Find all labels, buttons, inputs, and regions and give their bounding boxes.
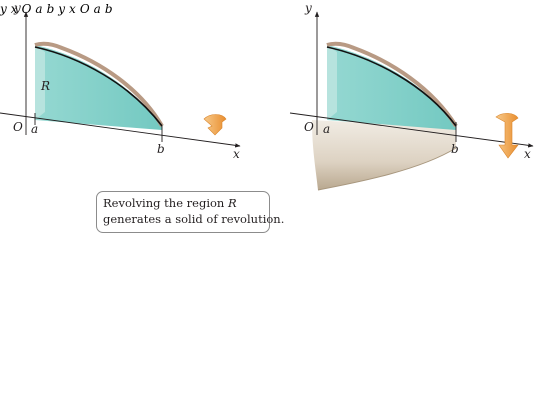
rotation-arrow-icon [203, 114, 227, 136]
region-r-side [35, 45, 45, 120]
b-label: b [451, 142, 459, 156]
region-r-side [327, 45, 337, 120]
tick-b: y x O a b [0, 0, 58, 17]
region-r-face [327, 45, 456, 130]
solid-front-edge: y x O a b [0, 0, 58, 17]
caption-box: Revolving the region R generates a solid… [96, 191, 285, 233]
y-axis-label: y [13, 1, 21, 15]
curve-y-equals-f-x [34, 46, 163, 127]
a-label: a [31, 122, 38, 136]
caption-line-2: generates a solid of revolution. [103, 212, 285, 226]
panel-1-region: y x O a b R [0, 1, 241, 161]
solid-lower-edge [317, 147, 457, 191]
x-axis: y x O a b [0, 0, 58, 17]
y-axis-label: y [58, 2, 66, 16]
x-axis [289, 112, 534, 148]
origin-label: O [304, 120, 314, 134]
region-r-face: y x O a b [0, 0, 58, 17]
x-axis: y x O a b [58, 0, 112, 17]
y-axis-label: y [0, 2, 7, 16]
x-axis-label: x [524, 147, 531, 161]
rotation-arrow-icon [495, 113, 519, 159]
x-axis-label: x [233, 147, 240, 161]
solid-body: y x O a b [58, 0, 112, 17]
curve-y-equals-f-x [326, 46, 457, 127]
x-axis-label: x [10, 2, 18, 16]
panel-3-three-quarter-revolved: y x O a b [0, 0, 58, 17]
solid-lower-part: y x O a b [0, 0, 58, 17]
curve-y-equals-f-x: y x O a b [0, 0, 58, 17]
solid-upper-part: y x O a b [0, 0, 58, 17]
solid-lower-half [312, 120, 456, 190]
a-label: a [35, 2, 43, 16]
curve-rim: y x O a b [0, 0, 58, 17]
b-label: b [46, 2, 55, 16]
origin-label: O [21, 2, 32, 16]
curve-rim [34, 41, 164, 128]
y-axis-label: y [304, 1, 312, 15]
b-label: b [157, 142, 165, 156]
origin-label: O [79, 2, 90, 16]
curve-y-equals-f-x: y x O a b [58, 0, 112, 17]
region-r-translucent: y x O a b [58, 0, 112, 17]
caption-region-var: R [227, 196, 237, 210]
a-label: a [93, 2, 101, 16]
region-label: R [40, 79, 50, 93]
x-axis-label: x [69, 2, 76, 16]
panel-2-half-revolved: y x O a b [289, 1, 534, 191]
y-axis: y x O a b [58, 0, 112, 17]
caption-line-1: Revolving the region R [103, 195, 263, 211]
y-axis: y x O a b [0, 0, 58, 17]
curve-rim [326, 41, 458, 128]
b-label: b [104, 2, 113, 16]
solid-left-cap: y x O a b [58, 0, 112, 17]
region-r-side: y x O a b [0, 0, 58, 17]
tick-b: y x O a b [58, 0, 112, 17]
hidden-edge: y x O a b [58, 0, 112, 17]
a-label: a [323, 122, 330, 136]
region-r-face [35, 45, 162, 130]
curve-rim: y x O a b [58, 0, 112, 17]
x-axis [0, 112, 241, 148]
caption-line-1-text: Revolving the region [103, 196, 228, 210]
origin-label: O [13, 120, 23, 134]
panel-4-full-solid: y x O a b [58, 0, 112, 17]
